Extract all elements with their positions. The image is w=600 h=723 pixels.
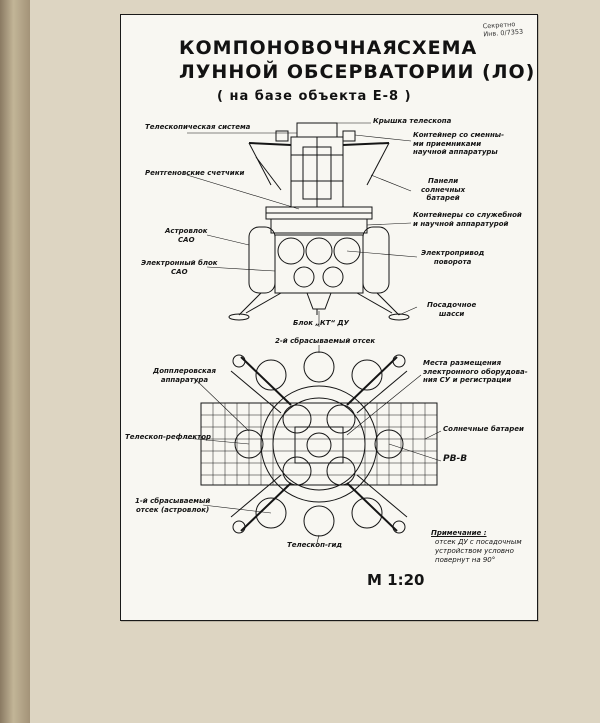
label-doppler-2: аппаратура — [160, 375, 209, 384]
label-xray-counters: Рентгеновские счетчики — [145, 169, 245, 177]
label-first-compartment: 1-й сбрасываемый отсек (астровлок) — [135, 497, 210, 514]
page: Секретно Инв. 0/7353 КОМПОНОВОЧНАЯ СХЕМА… — [30, 0, 600, 723]
label-electronics-block-1: Электронный блок — [141, 259, 218, 267]
label-rotation-drive-1: Электропривод — [421, 249, 485, 257]
label-science-containers-1: Контейнер со сменны- — [413, 131, 505, 139]
label-second-compartment: 2-й сбрасываемый отсек — [275, 337, 376, 345]
label-rvv: РВ-В — [443, 454, 468, 464]
label-science-containers: Контейнер со сменны- ми приемниками науч… — [413, 131, 504, 157]
note-block: Примечание : отсек ДУ с посадочным устро… — [431, 529, 522, 565]
top-view — [200, 351, 438, 537]
label-electronics-placement-1: Места размещения — [423, 359, 502, 367]
label-solar-panels: Панели солнечных батарей — [421, 177, 465, 203]
side-view — [228, 122, 410, 321]
label-electronics-block: Электронный блок САО — [141, 259, 218, 276]
label-science-containers-3: научной аппаратуры — [413, 148, 498, 156]
label-doppler: Допплеровская аппаратура — [153, 367, 216, 384]
label-doppler-1: Допплеровская — [153, 367, 216, 375]
schematic-drawing — [184, 122, 442, 544]
title-line-2: ЛУННОЙ ОБСЕРВАТОРИИ (ЛО) — [179, 61, 536, 83]
label-electronics-block-2: САО — [171, 267, 188, 276]
label-service-containers-1: Контейнеры со служебной — [413, 211, 522, 219]
label-first-compartment-1: 1-й сбрасываемый — [135, 497, 211, 505]
label-guide-telescope: Телескоп-гид — [287, 541, 343, 549]
note-heading: Примечание : — [431, 529, 487, 537]
label-solar-batteries: Солнечные батареи — [443, 425, 524, 433]
label-science-containers-2: ми приемниками — [413, 139, 482, 148]
label-solar-panels-1: Панели — [427, 177, 459, 185]
label-solar-panels-2: солнечных — [421, 185, 466, 194]
label-electronics-placement-2: электронного оборудова- — [423, 367, 528, 376]
label-rotation-drive-2: поворота — [433, 257, 472, 266]
label-telescope-cover: Крышка телескопа — [373, 117, 452, 125]
label-electronics-placement: Места размещения электронного оборудова-… — [423, 359, 528, 385]
label-reflector-telescope: Телескоп-рефлектор — [125, 433, 212, 441]
label-first-compartment-2: отсек (астровлок) — [136, 505, 210, 514]
label-star-tracker-2: САО — [178, 235, 195, 244]
label-solar-panels-3: батарей — [426, 194, 460, 202]
label-rotation-drive: Электропривод поворота — [421, 249, 484, 266]
label-landing-gear-1: Посадочное — [427, 301, 477, 309]
subtitle: ( на базе объекта Е-8 ) — [217, 89, 412, 104]
label-landing-gear-2: шасси — [438, 309, 465, 318]
note-line-1: отсек ДУ с посадочным — [435, 538, 522, 546]
leader-lines — [184, 122, 442, 544]
note-line-2: устройством условно — [435, 547, 514, 555]
label-landing-gear: Посадочное шасси — [427, 301, 476, 318]
label-telescope-system: Телескопическая система — [145, 123, 251, 131]
note-line-3: повернут на 90° — [435, 556, 496, 564]
label-electronics-placement-3: ния СУ и регистрации — [423, 376, 512, 384]
title-line-1b: СХЕМА — [397, 37, 478, 59]
label-kt-block: Блок „КТ“ ДУ — [293, 319, 350, 327]
label-service-containers-2: и научной аппаратурой — [413, 219, 509, 228]
label-star-tracker-1: Астровлок — [165, 227, 208, 235]
scale-label: М 1:20 — [367, 571, 425, 589]
label-service-containers: Контейнеры со служебной и научной аппара… — [413, 211, 522, 228]
title-line-1: КОМПОНОВОЧНАЯ — [179, 37, 398, 59]
book-binding — [0, 0, 30, 723]
label-star-tracker: Астровлок САО — [165, 227, 208, 244]
drawing-sheet: Секретно Инв. 0/7353 КОМПОНОВОЧНАЯ СХЕМА… — [120, 14, 538, 621]
